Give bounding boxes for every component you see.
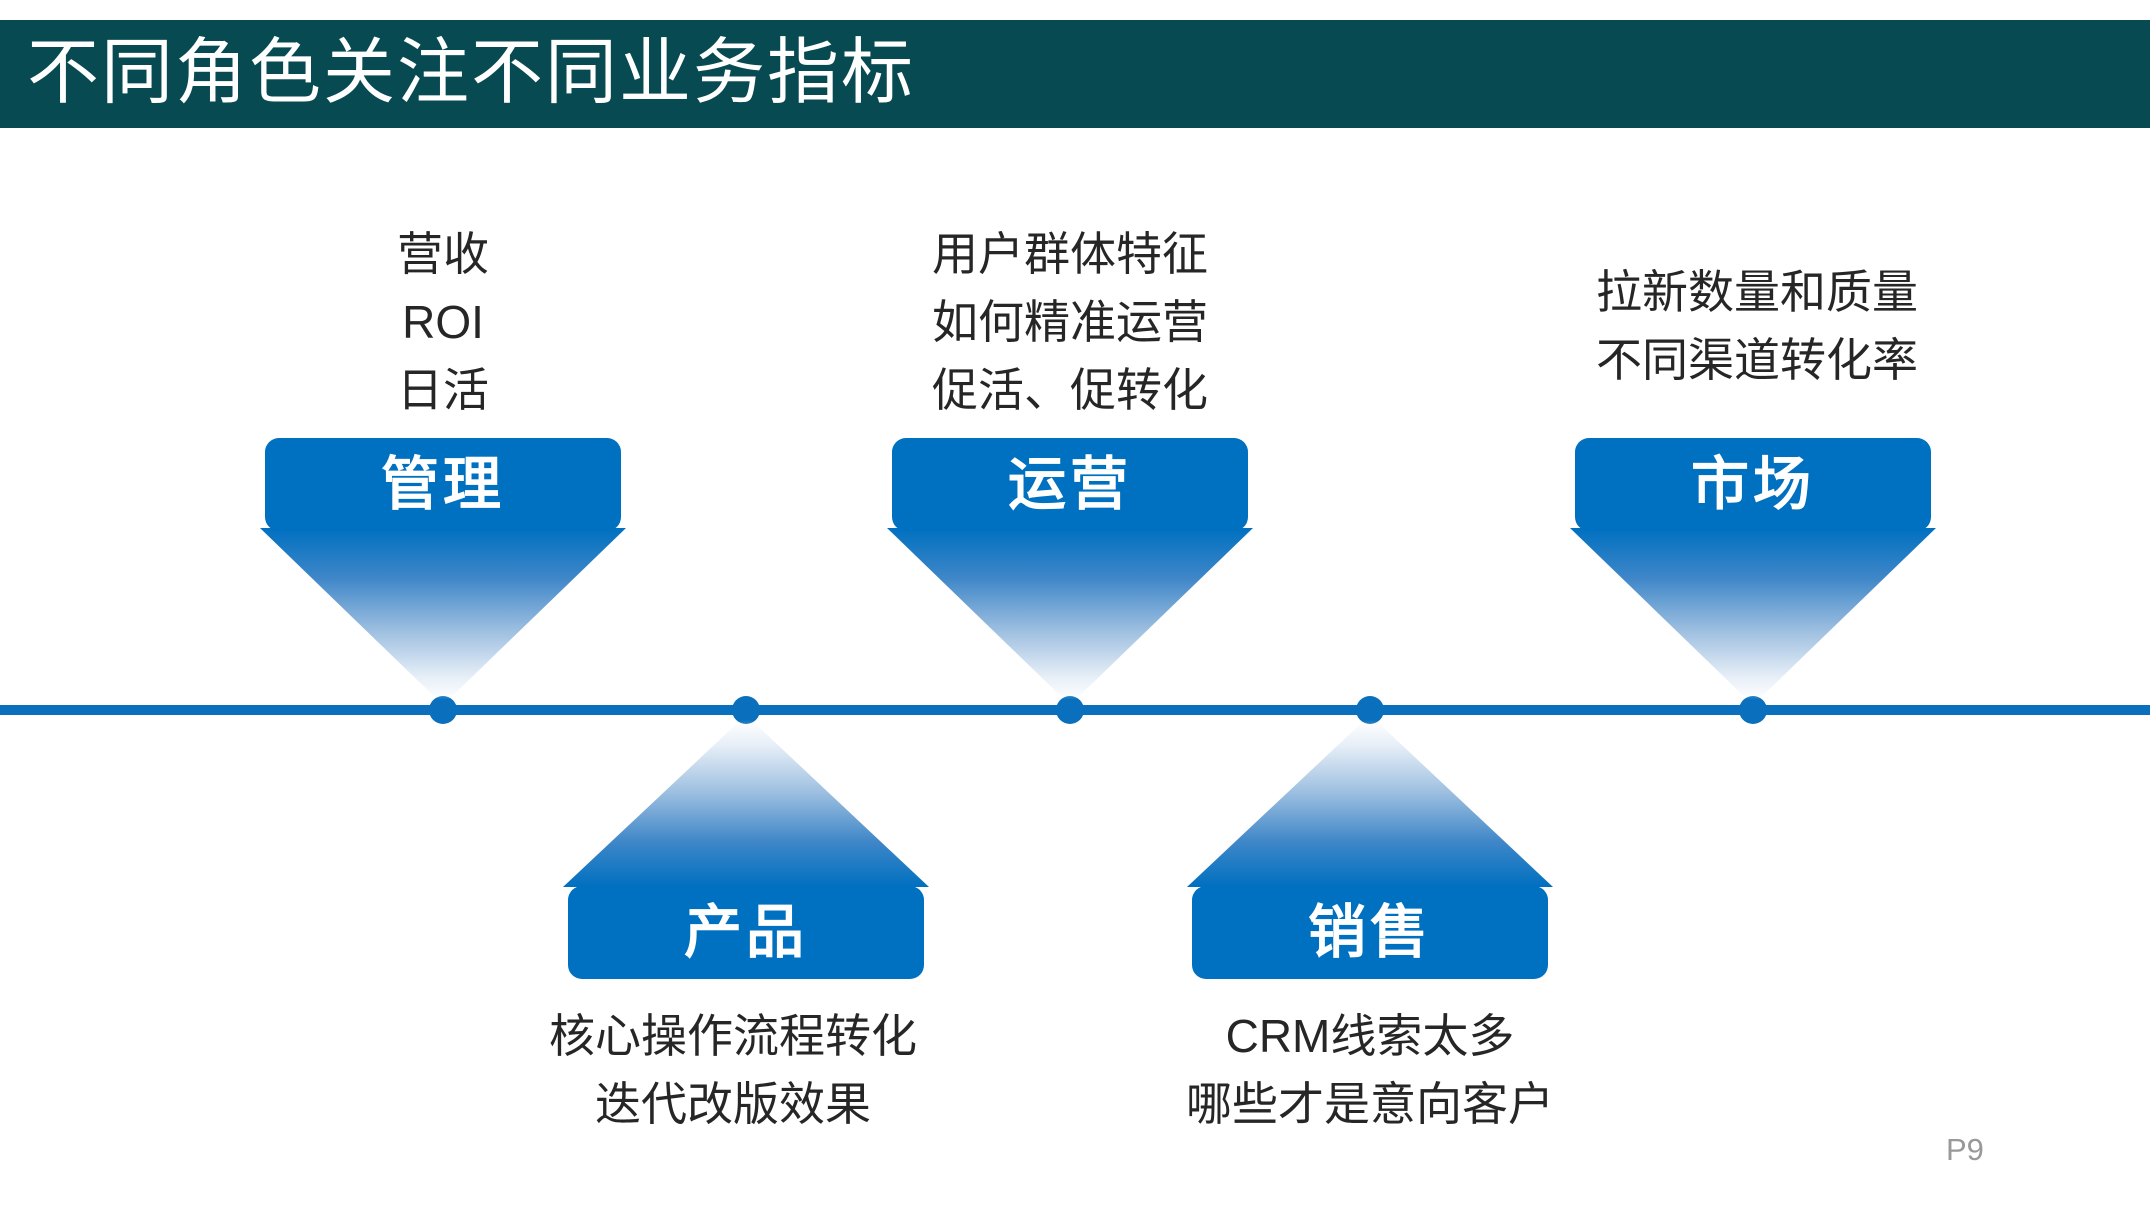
- role-box-market: 市场: [1575, 438, 1931, 531]
- annotation-line: 拉新数量和质量: [1596, 266, 1918, 318]
- role-box-sales: 销售: [1192, 886, 1548, 979]
- annotation-line: 如何精准运营: [932, 296, 1208, 348]
- role-box-operations: 运营: [892, 438, 1248, 531]
- annotation-line: 用户群体特征: [932, 228, 1208, 280]
- funnel-up-triangle: [563, 715, 929, 887]
- funnel-down-triangle: [260, 528, 626, 705]
- annotation-operations: 用户群体特征 如何精准运营 促活、促转化: [760, 220, 1380, 424]
- annotation-line: CRM线索太多: [1225, 1010, 1515, 1062]
- funnel-up-triangle: [1187, 715, 1553, 887]
- annotation-line: 营收: [397, 228, 489, 280]
- annotation-line: 哪些才是意向客户: [1186, 1078, 1554, 1130]
- annotation-line: 促活、促转化: [932, 364, 1208, 416]
- role-label: 销售: [1307, 899, 1432, 965]
- annotation-line: 迭代改版效果: [595, 1078, 871, 1130]
- annotation-line: 不同渠道转化率: [1596, 334, 1918, 386]
- role-label: 运营: [1007, 451, 1132, 517]
- role-label: 产品: [683, 899, 808, 965]
- role-box-product: 产品: [568, 886, 924, 979]
- page-title: 不同角色关注不同业务指标: [27, 33, 916, 113]
- annotation-product: 核心操作流程转化 迭代改版效果: [423, 1002, 1043, 1138]
- annotation-line: 核心操作流程转化: [549, 1010, 917, 1062]
- annotation-management: 营收 ROI 日活: [133, 220, 753, 424]
- annotation-line: 日活: [397, 364, 489, 416]
- page-number: P9: [1946, 1132, 1984, 1167]
- role-box-management: 管理: [265, 438, 621, 531]
- annotation-market: 拉新数量和质量 不同渠道转化率: [1447, 258, 2067, 394]
- title-bar: 不同角色关注不同业务指标: [0, 20, 2150, 128]
- funnel-down-triangle: [1570, 528, 1936, 705]
- role-label: 市场: [1690, 451, 1815, 517]
- funnel-down-triangle: [887, 528, 1253, 705]
- role-label: 管理: [380, 451, 505, 517]
- annotation-sales: CRM线索太多 哪些才是意向客户: [1060, 1002, 1680, 1138]
- annotation-line: ROI: [402, 296, 484, 348]
